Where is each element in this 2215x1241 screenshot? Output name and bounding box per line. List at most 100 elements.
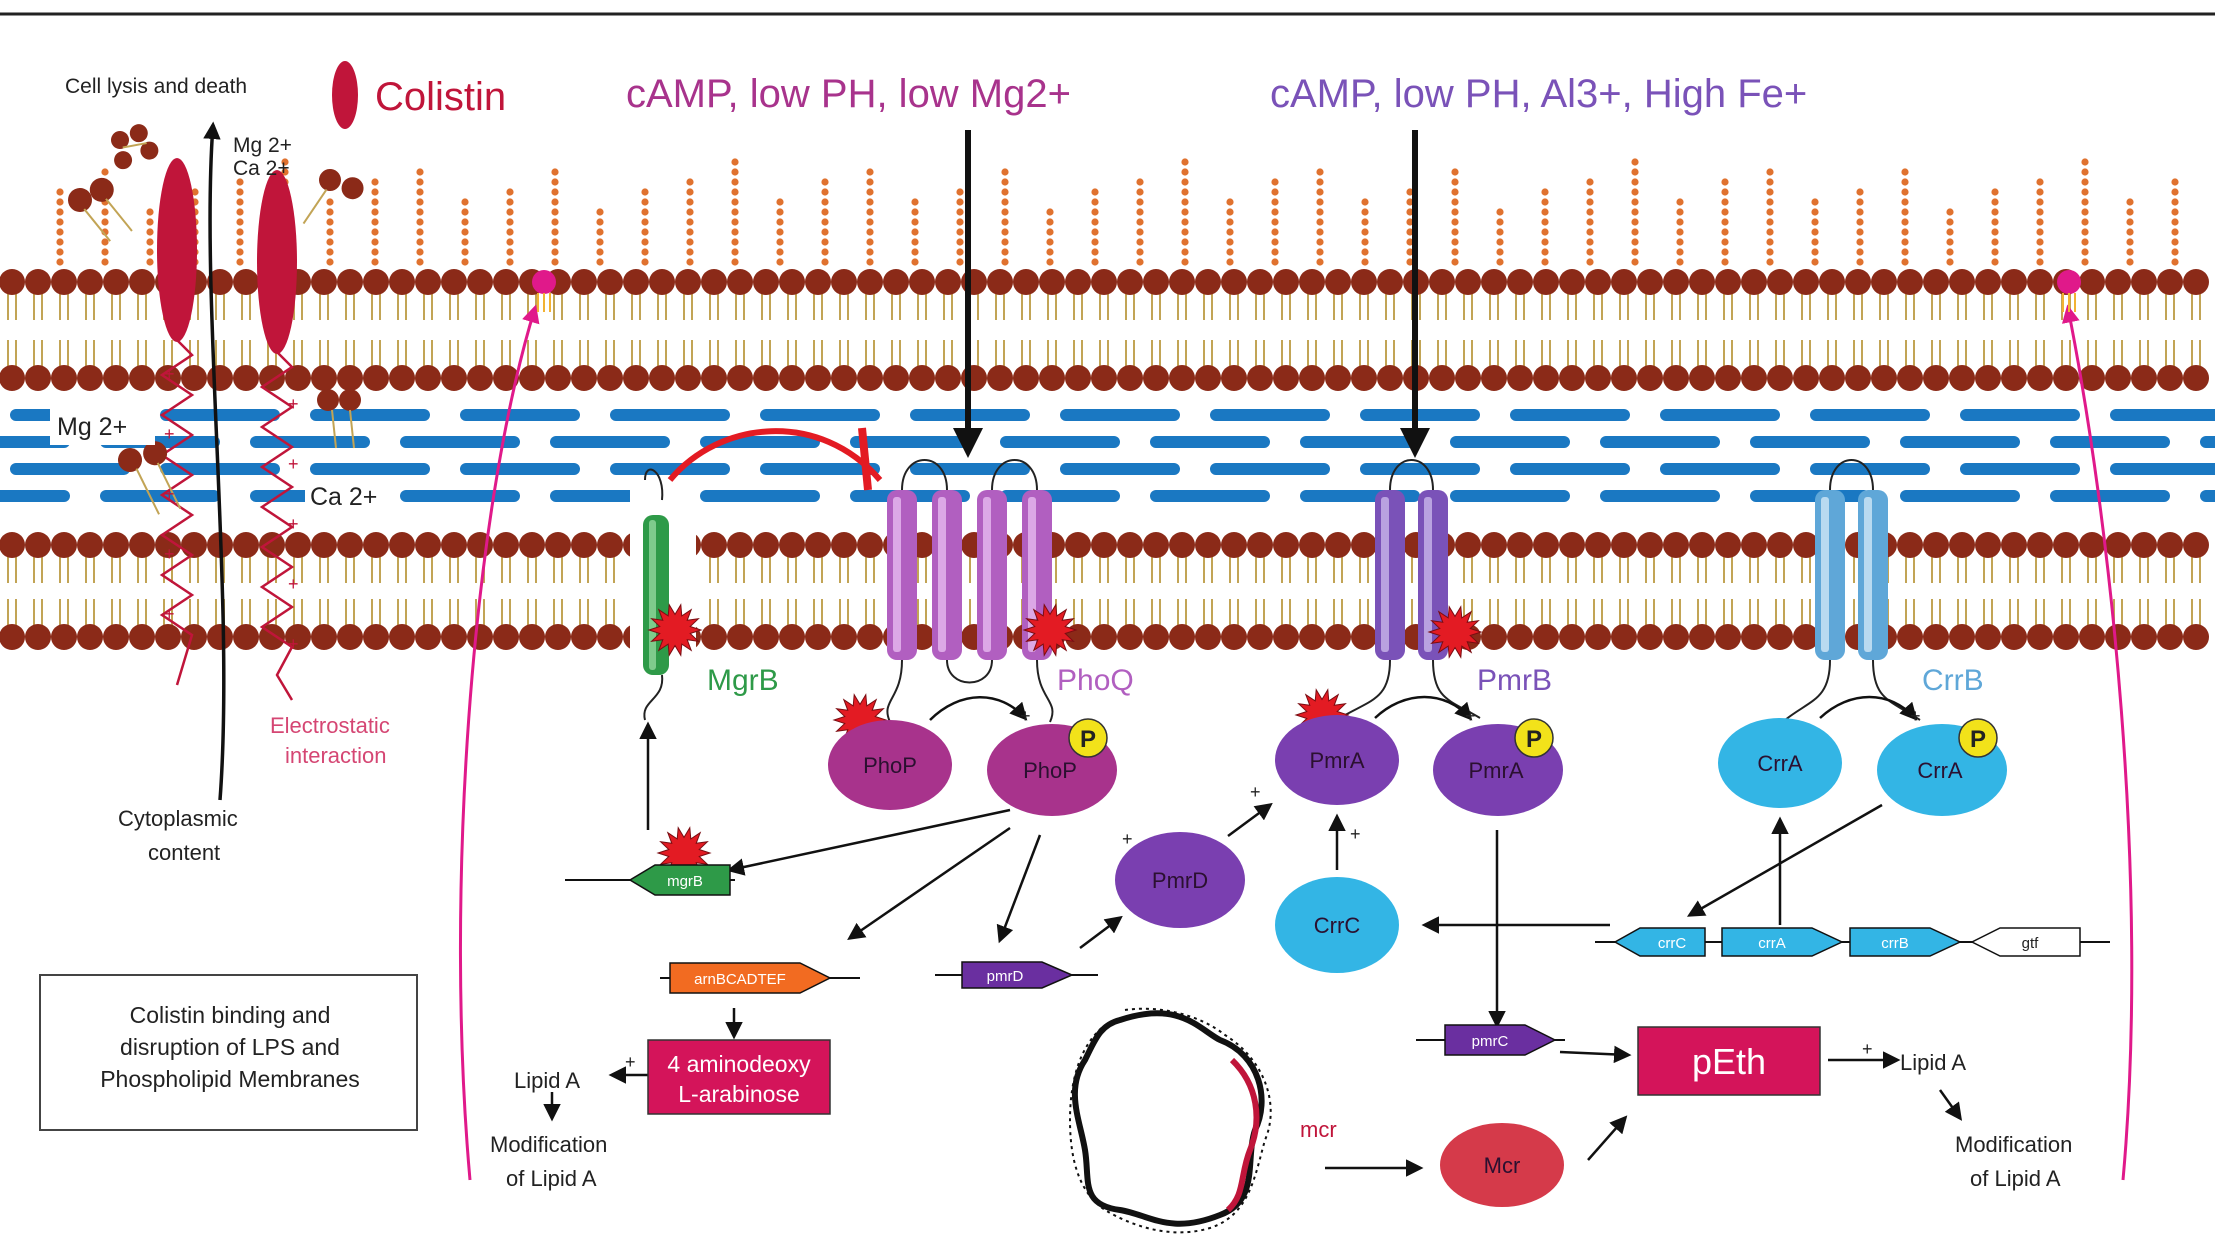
lps-sugar-dot [1631, 208, 1639, 216]
lps-sugar-dot [416, 248, 424, 256]
peth-label: pEth [1692, 1041, 1766, 1082]
lps-sugar-dot [1901, 208, 1909, 216]
lipid-head [1247, 532, 1273, 558]
lps-sugar-dot [1361, 228, 1369, 236]
lps-sugar-dot [866, 238, 874, 246]
lipid-head [363, 365, 389, 391]
lps-sugar-dot [2036, 208, 2044, 216]
lps-sugar-dot [1271, 178, 1279, 186]
lipid-head [129, 624, 155, 650]
peptidoglycan-strand [1900, 490, 2020, 502]
lps-sugar-dot [866, 168, 874, 176]
lps-sugar-dot [1991, 238, 1999, 246]
lps-sugar-dot [821, 208, 829, 216]
lipid-head [753, 624, 779, 650]
lipid-head [207, 365, 233, 391]
gtf-gene-label: gtf [2022, 935, 2040, 952]
peptidoglycan-strand [910, 463, 1030, 475]
lipid-head [1715, 624, 1741, 650]
modification-left-2: of Lipid A [506, 1166, 597, 1191]
lps-sugar-dot [1046, 228, 1054, 236]
lps-sugar-dot [1811, 208, 1819, 216]
lps-sugar-dot [1091, 238, 1099, 246]
lps-sugar-dot [1856, 218, 1864, 226]
peptidoglycan-strand [100, 490, 220, 502]
lps-sugar-dot [236, 258, 244, 266]
lps-sugar-dot [1361, 208, 1369, 216]
lipid-head [1117, 269, 1143, 295]
lipid-a-modification-arrow-right [2061, 304, 2134, 1181]
lps-sugar-dot [1226, 228, 1234, 236]
lps-sugar-dot [1181, 218, 1189, 226]
lps-sugar-dot [1676, 218, 1684, 226]
lipid-head [1949, 532, 1975, 558]
lipid-head [1611, 624, 1637, 650]
lipid-head [1299, 365, 1325, 391]
lps-sugar-dot [1676, 258, 1684, 266]
peptidoglycan-strand [1360, 463, 1480, 475]
lps-sugar-dot [506, 228, 514, 236]
lps-sugar-dot [731, 218, 739, 226]
lps-sugar-dot [1766, 208, 1774, 216]
lps-sugar-dot [956, 218, 964, 226]
lipid-head [2131, 624, 2157, 650]
lps-sugar-dot [101, 238, 109, 246]
crra-p-text: CrrA [1917, 758, 1963, 783]
lps-sugar-dot [1766, 198, 1774, 206]
phop-text: PhoP [863, 753, 917, 778]
lps-sugar-dot [281, 158, 289, 166]
lipid-head [2183, 624, 2209, 650]
lps-sugar-dot [2081, 238, 2089, 246]
lipid-head [2001, 624, 2027, 650]
lipid-head [77, 624, 103, 650]
lps-sugar-dot [911, 208, 919, 216]
lipid-head [1507, 624, 1533, 650]
lipid-head [1559, 269, 1585, 295]
lps-sugar-dot [1676, 248, 1684, 256]
svg-text:P: P [1970, 726, 1986, 753]
lipid-head [337, 624, 363, 650]
lps-sugar-dot [641, 188, 649, 196]
lps-sugar-dot [731, 158, 739, 166]
legend-line-3: Phospholipid Membranes [100, 1066, 360, 1092]
lps-sugar-dot [1091, 198, 1099, 206]
lps-sugar-dot [1721, 188, 1729, 196]
lps-sugar-dot [911, 258, 919, 266]
lps-sugar-dot [56, 218, 64, 226]
lipid-head [1793, 532, 1819, 558]
lps-sugar-dot [1451, 218, 1459, 226]
lps-sugar-dot [1361, 248, 1369, 256]
lps-sugar-dot [1001, 228, 1009, 236]
lps-sugar-dot [686, 198, 694, 206]
lps-sugar-dot [326, 218, 334, 226]
tm-helix [887, 490, 917, 660]
pmrd-gene-label: pmrD [987, 968, 1024, 985]
lps-sugar-dot [1316, 218, 1324, 226]
lps-sugar-dot [1766, 168, 1774, 176]
lps-sugar-dot [1181, 258, 1189, 266]
lps-sugar-dot [1451, 208, 1459, 216]
svg-text:+: + [1122, 829, 1133, 849]
lps-sugar-dot [1676, 228, 1684, 236]
lipid-head [2105, 269, 2131, 295]
lipid-head [1689, 532, 1715, 558]
pmrb-label: PmrB [1477, 664, 1552, 697]
legend-line-2: disruption of LPS and [120, 1034, 340, 1060]
lps-sugar-dot [1271, 218, 1279, 226]
lipid-head [1221, 532, 1247, 558]
lps-sugar-dot [911, 218, 919, 226]
colistin-tail-1 [159, 339, 195, 686]
lipid-head [1767, 365, 1793, 391]
lps-sugar-dot [1991, 218, 1999, 226]
lipid-head [597, 365, 623, 391]
lipid-head [805, 624, 831, 650]
cytoplasmic-label-1: Cytoplasmic [118, 806, 238, 831]
lps-sugar-dot [1586, 188, 1594, 196]
lps-sugar-dot [1001, 188, 1009, 196]
lipid-head [935, 269, 961, 295]
lps-sugar-dot [326, 228, 334, 236]
lipid-head [389, 624, 415, 650]
peptidoglycan-strand [1810, 409, 1930, 421]
lps-sugar-dot [551, 188, 559, 196]
lipid-head [623, 269, 649, 295]
